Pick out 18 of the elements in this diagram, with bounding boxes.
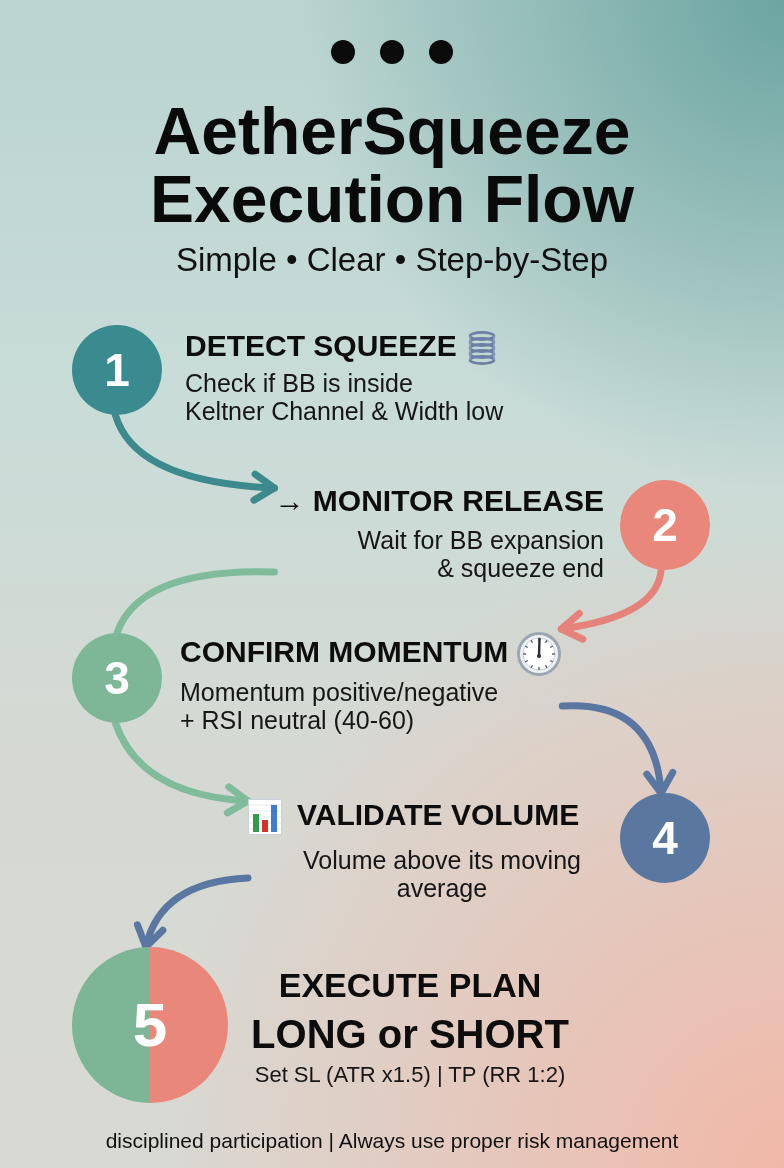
step-heading: CONFIRM MOMENTUM (180, 635, 509, 668)
step-description: Set SL (ATR x1.5) | TP (RR 1:2) (253, 1062, 567, 1088)
step-heading: DETECT SQUEEZE (185, 329, 457, 362)
step-description: Wait for BB expansion & squeeze end (356, 526, 604, 582)
title: AetherSqueeze Execution Flow (148, 97, 635, 233)
step-heading: VALIDATE VOLUME (297, 798, 580, 831)
step-number: 4 (652, 815, 678, 861)
subtitle: Simple • Clear • Step-by-Step (174, 241, 610, 279)
step-description: Check if BB is inside Keltner Channel & Width low (185, 369, 505, 425)
step-description: Volume above its moving average (302, 846, 582, 903)
step-heading: LONG or SHORT (250, 1011, 570, 1057)
footer-note: disciplined participation | Always use proper risk management (104, 1128, 680, 1154)
step-number: 2 (652, 502, 678, 548)
step-description: Momentum positive/negative + RSI neutral (40-60) (180, 678, 500, 735)
step-number: 1 (104, 347, 130, 393)
step-heading: → MONITOR RELEASE (274, 484, 604, 518)
step-number: 3 (104, 655, 130, 701)
step-heading: EXECUTE PLAN (277, 965, 543, 1005)
